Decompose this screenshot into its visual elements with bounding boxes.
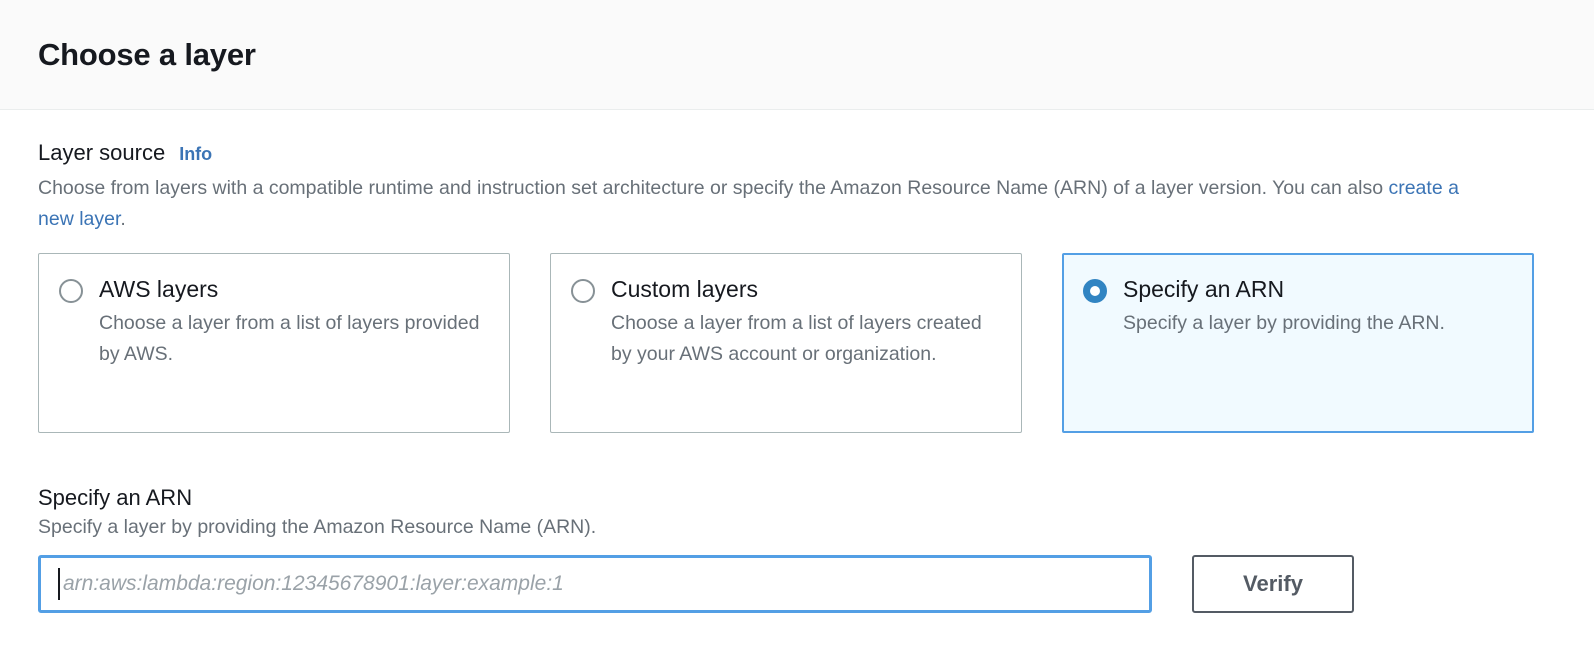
arn-section-description: Specify a layer by providing the Amazon …	[38, 516, 597, 538]
arn-input-row: Verify	[38, 555, 1556, 613]
layer-source-option-specify-arn-description: Specify a layer by providing the ARN.	[1123, 312, 1445, 334]
layer-source-option-specify-arn-title: Specify an ARN	[1123, 276, 1285, 302]
layer-source-option-specify-arn-text: Specify an ARN Specify a layer by provid…	[1123, 274, 1445, 431]
layer-source-option-aws-layers[interactable]: AWS layers Choose a layer from a list of…	[38, 253, 510, 433]
radio-icon-custom-layers[interactable]	[571, 279, 595, 303]
layer-source-option-aws-layers-description: Choose a layer from a list of layers pro…	[99, 312, 480, 365]
layer-source-option-aws-layers-text: AWS layers Choose a layer from a list of…	[99, 274, 487, 432]
info-link[interactable]: Info	[179, 144, 213, 164]
dialog-header: Choose a layer	[0, 0, 1594, 110]
layer-source-option-aws-layers-title: AWS layers	[99, 276, 219, 302]
page-title: Choose a layer	[38, 36, 256, 72]
layer-source-label-row: Layer source Info	[38, 140, 1556, 166]
layer-source-description-text-2: .	[120, 208, 126, 230]
create-new-layer-link[interactable]: create a new layer	[38, 177, 1459, 230]
layer-source-label: Layer source	[38, 140, 166, 165]
arn-input[interactable]	[38, 555, 1152, 613]
text-caret	[58, 568, 60, 600]
radio-icon-specify-arn[interactable]	[1083, 279, 1107, 303]
arn-section: Specify an ARN Specify a layer by provid…	[38, 485, 1556, 613]
layer-source-option-specify-arn[interactable]: Specify an ARN Specify a layer by provid…	[1062, 253, 1534, 433]
arn-input-wrapper	[38, 555, 1152, 613]
arn-section-title: Specify an ARN	[38, 485, 193, 510]
dialog-body: Layer source Info Choose from layers wit…	[0, 110, 1594, 613]
layer-source-option-custom-layers-description: Choose a layer from a list of layers cre…	[611, 312, 982, 365]
radio-icon-aws-layers[interactable]	[59, 279, 83, 303]
layer-source-description: Choose from layers with a compatible run…	[38, 173, 1498, 235]
layer-source-option-custom-layers[interactable]: Custom layers Choose a layer from a list…	[550, 253, 1022, 433]
layer-source-description-text-1: Choose from layers with a compatible run…	[38, 177, 1389, 199]
layer-source-option-custom-layers-text: Custom layers Choose a layer from a list…	[611, 274, 999, 432]
layer-source-options: AWS layers Choose a layer from a list of…	[38, 253, 1556, 433]
layer-source-option-custom-layers-title: Custom layers	[611, 276, 758, 302]
verify-button[interactable]: Verify	[1192, 555, 1354, 613]
